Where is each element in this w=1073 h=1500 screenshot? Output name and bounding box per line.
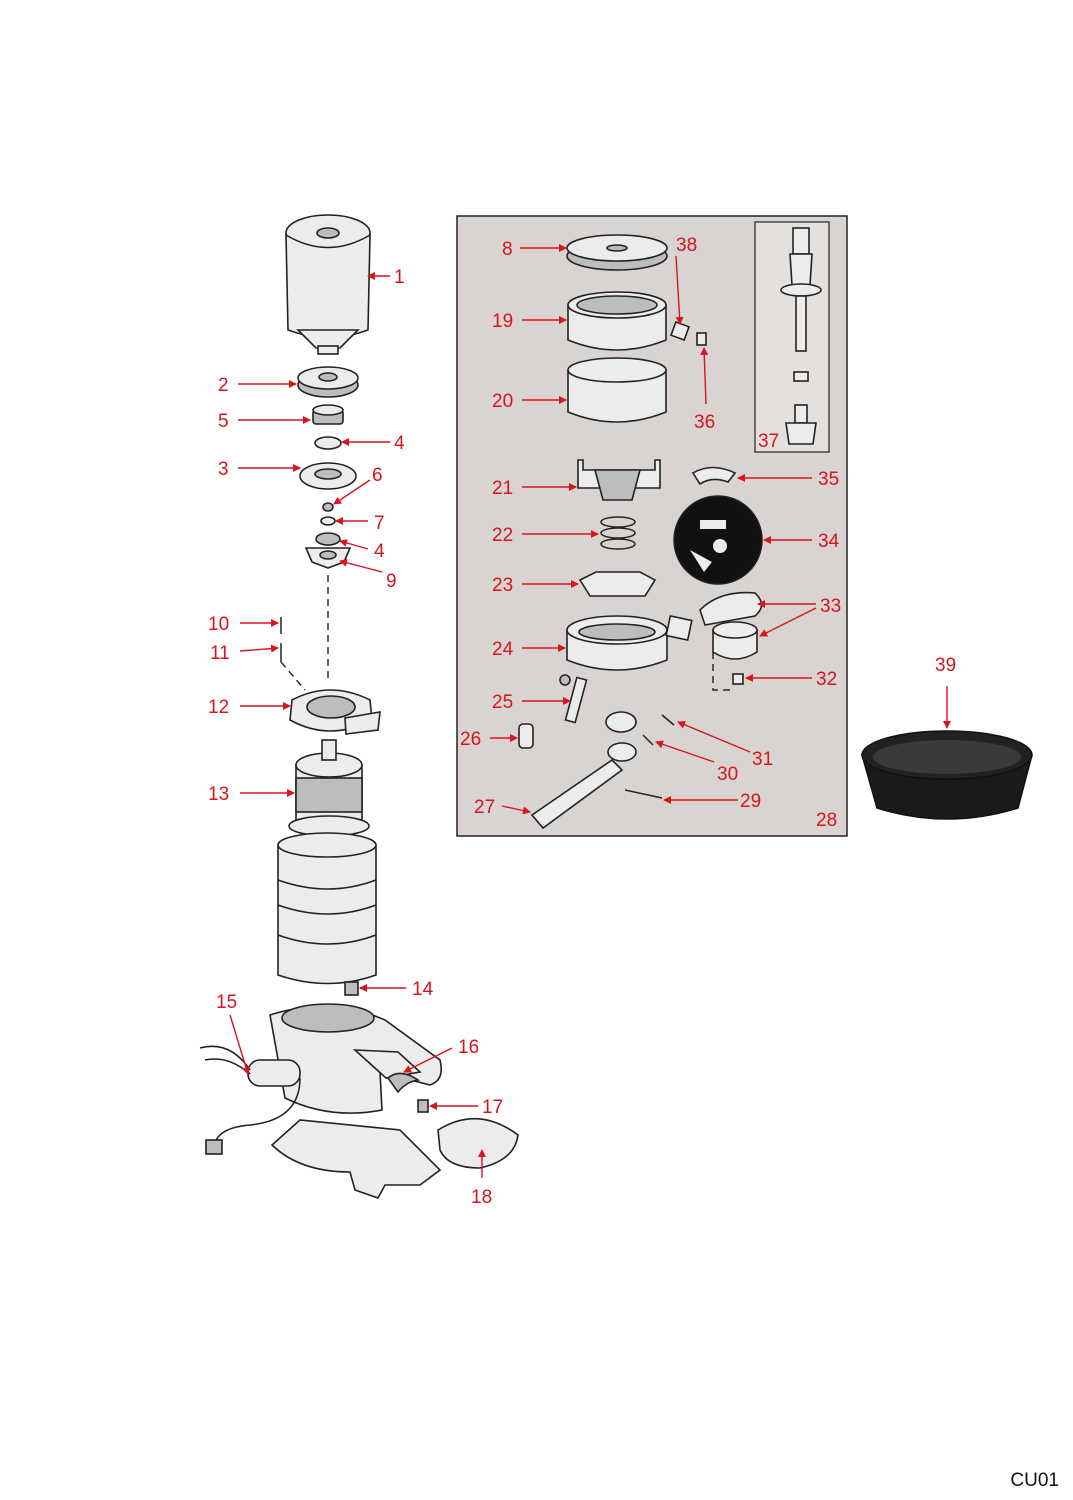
- leader-lines: [229, 244, 951, 1178]
- callout-29: 29: [740, 791, 761, 812]
- part-4-bearing: [315, 532, 341, 546]
- part-22-spring: [600, 516, 636, 550]
- motor-housing: [277, 832, 377, 985]
- part-13-motor: [288, 739, 370, 837]
- callout-24: 24: [492, 639, 514, 660]
- callout-22: 22: [492, 525, 513, 546]
- callout-16: 16: [458, 1037, 479, 1058]
- callout-1: 1: [394, 267, 405, 288]
- part-12-mount-plate: [289, 689, 381, 735]
- part-9-blade: [304, 547, 352, 569]
- callout-7: 7: [374, 513, 385, 534]
- part-37-shaft-assembly: [780, 227, 822, 445]
- part-16-fork: [386, 1072, 421, 1094]
- callout-26: 26: [460, 729, 481, 750]
- part-4-washer: [314, 436, 342, 450]
- callout-4a: 4: [394, 433, 405, 454]
- callout-10: 10: [208, 614, 229, 635]
- page-code: CU01: [1010, 1470, 1059, 1491]
- callout-11: 11: [210, 643, 230, 664]
- callout-32: 32: [816, 669, 837, 690]
- callout-38: 38: [676, 235, 697, 256]
- part-19-ring: [567, 291, 667, 351]
- callout-28: 28: [816, 810, 837, 831]
- callout-37: 37: [758, 431, 779, 452]
- callout-20: 20: [492, 391, 513, 412]
- part-21-burr-holder: [577, 459, 661, 501]
- part-32-screw: [732, 673, 744, 685]
- part-31-screw: [661, 714, 675, 726]
- part-30-screw: [642, 734, 654, 746]
- callout-13: 13: [208, 784, 229, 805]
- part-3-burr-ring: [299, 462, 357, 490]
- callout-23: 23: [492, 575, 513, 596]
- part-33-cam: [699, 591, 763, 660]
- callout-30: 30: [717, 764, 738, 785]
- callout-36: 36: [694, 412, 715, 433]
- part-24-chamber: [566, 615, 668, 671]
- part-1-hopper: [285, 214, 371, 355]
- callout-12: 12: [208, 697, 229, 718]
- part-20-sleeve: [567, 357, 667, 423]
- part-18-tray: [437, 1117, 519, 1169]
- part-29-threaded-rod: [624, 789, 663, 799]
- part-17-foot: [417, 1099, 429, 1113]
- part-5-collar: [312, 404, 344, 425]
- callout-5: 5: [218, 411, 229, 432]
- main-assembly: [199, 214, 519, 1199]
- callout-31: 31: [752, 749, 773, 770]
- callout-labels: 1 2 5 4 3 6 7 4 9 10 11 12 13 14 15 16 1…: [208, 235, 956, 1208]
- part-7-washer: [320, 516, 336, 526]
- callout-9: 9: [386, 571, 397, 592]
- part-34-disc: [673, 495, 763, 585]
- callout-25: 25: [492, 692, 513, 713]
- part-39-tray: [861, 730, 1033, 820]
- callout-21: 21: [492, 478, 513, 499]
- part-2-ring: [297, 366, 359, 398]
- part-27-lever: [530, 758, 624, 830]
- callout-2: 2: [218, 375, 229, 396]
- callout-34: 34: [818, 531, 840, 552]
- callout-18: 18: [471, 1187, 492, 1208]
- part-8-lid: [566, 234, 668, 271]
- callout-27: 27: [474, 797, 495, 818]
- callout-17: 17: [482, 1097, 503, 1118]
- callout-6: 6: [372, 465, 383, 486]
- part-25-pin: [564, 676, 588, 724]
- part-26-bolt: [518, 723, 534, 749]
- inset-parts: [518, 227, 822, 830]
- part-36-screw: [696, 332, 707, 346]
- part-ring-oval: [605, 711, 637, 733]
- part-35-spring-clip: [691, 466, 737, 486]
- part-15-capacitor-cable: [199, 1045, 301, 1155]
- part-6-nut: [322, 502, 334, 512]
- grinder-base: [269, 1003, 443, 1114]
- part-24-tab: [665, 614, 693, 642]
- callout-15: 15: [216, 992, 237, 1013]
- callout-3: 3: [218, 459, 229, 480]
- part-14-switch: [344, 981, 359, 996]
- callout-33: 33: [820, 596, 841, 617]
- callout-35: 35: [818, 469, 839, 490]
- callout-4b: 4: [374, 541, 385, 562]
- part-25-nut: [559, 674, 571, 686]
- part-27-ring: [607, 742, 637, 762]
- callout-39: 39: [935, 655, 956, 676]
- callout-19: 19: [492, 311, 513, 332]
- bottom-plate: [270, 1119, 442, 1199]
- part-23-burr: [578, 571, 657, 597]
- callout-14: 14: [412, 979, 434, 1000]
- callout-8: 8: [502, 239, 513, 260]
